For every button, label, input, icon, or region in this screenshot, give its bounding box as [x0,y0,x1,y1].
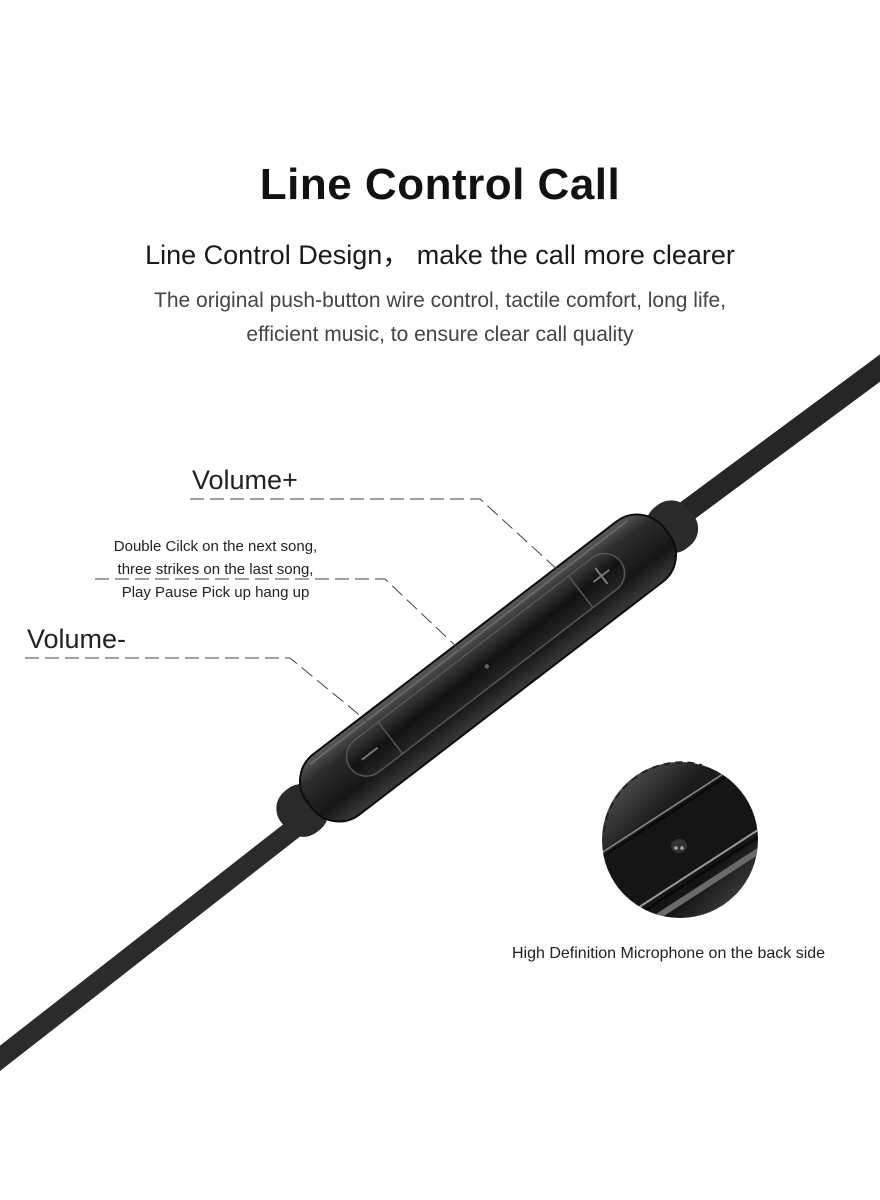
multi-function-label: Double Cilck on the next song, three str… [88,535,343,604]
inline-remote [276,500,699,837]
description-line-2: efficient music, to ensure clear call qu… [246,323,634,346]
earphone-cable [0,354,880,1072]
volume-down-label: Volume- [27,624,127,654]
volume-up-label: Volume+ [192,465,298,495]
page-description: The original push-button wire control, t… [0,284,880,352]
microphone-caption: High Definition Microphone on the back s… [512,945,826,962]
page-title: Line Control Call [259,160,621,209]
callout-lines [25,498,561,723]
center-dot [484,664,489,669]
microphone-inset [602,761,758,918]
button-panel[interactable] [339,545,633,784]
page-subtitle: Line Control Design， make the call more … [145,240,735,270]
description-line-1: The original push-button wire control, t… [154,289,726,312]
multi-function-line-3: Play Pause Pick up hang up [121,584,310,601]
multi-function-line-1: Double Cilck on the next song, [113,538,318,555]
plus-icon [592,567,610,585]
multi-function-line-2: three strikes on the last song, [117,561,314,578]
minus-icon [361,746,379,761]
microphone-hole-icon [671,839,687,853]
